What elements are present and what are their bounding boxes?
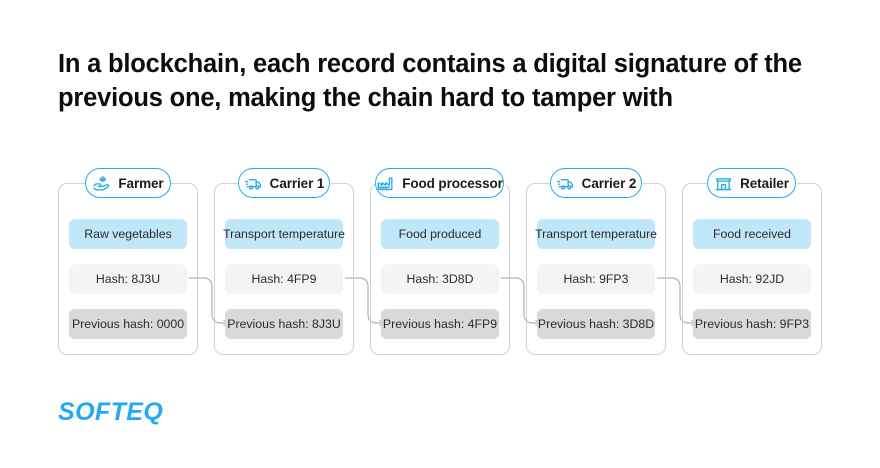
block-prev-hash-row: Previous hash: 8J3U	[225, 309, 343, 339]
delivery-truck-icon	[556, 178, 573, 190]
node-title-farmer: Farmer	[118, 175, 164, 191]
page-title: In a blockchain, each record contains a …	[58, 50, 802, 112]
block-data-row: Food received	[693, 219, 811, 249]
block-hash-row: Hash: 9FP3	[537, 264, 655, 294]
delivery-truck-icon	[244, 178, 261, 190]
block-data-row: Raw vegetables	[69, 219, 187, 249]
node-title-carrier-2: Carrier 2	[581, 175, 637, 191]
logo-wordmark: SOFTEQ	[58, 398, 164, 426]
node-badge-retailer[interactable]: Retailer	[707, 168, 796, 198]
node-badge-carrier-2[interactable]: Carrier 2	[550, 168, 642, 198]
block-card-farmer[interactable]: Raw vegetables Hash: 8J3U Previous hash:…	[58, 183, 198, 355]
node-badge-carrier-1[interactable]: Carrier 1	[238, 168, 330, 198]
block-hash-row: Hash: 3D8D	[381, 264, 499, 294]
block-data-row: Food produced	[381, 219, 499, 249]
factory-icon	[377, 176, 393, 190]
block-hash-row: Hash: 4FP9	[225, 264, 343, 294]
node-title-carrier-1: Carrier 1	[269, 175, 325, 191]
block-prev-hash-row: Previous hash: 4FP9	[381, 309, 499, 339]
node-title-food-processor: Food processor	[402, 175, 503, 191]
hand-holding-sprout-icon	[93, 175, 110, 191]
block-prev-hash-row: Previous hash: 9FP3	[693, 309, 811, 339]
block-prev-hash-row: Previous hash: 3D8D	[537, 309, 655, 339]
node-badge-food-processor[interactable]: Food processor	[375, 168, 504, 198]
block-card-retailer[interactable]: Food received Hash: 92JD Previous hash: …	[682, 183, 822, 355]
block-prev-hash-row: Previous hash: 0000	[69, 309, 187, 339]
block-hash-row: Hash: 92JD	[693, 264, 811, 294]
block-data-row: Transport temperature	[535, 219, 657, 249]
storefront-icon	[715, 177, 732, 190]
softeq-logo: SOFTEQ	[58, 398, 163, 427]
node-title-retailer: Retailer	[740, 175, 789, 191]
block-card-carrier-1[interactable]: Transport temperature Hash: 4FP9 Previou…	[214, 183, 354, 355]
block-data-row: Transport temperature	[223, 219, 345, 249]
block-card-food-processor[interactable]: Food produced Hash: 3D8D Previous hash: …	[370, 183, 510, 355]
node-badge-farmer[interactable]: Farmer	[85, 168, 171, 198]
block-hash-row: Hash: 8J3U	[69, 264, 187, 294]
block-card-carrier-2[interactable]: Transport temperature Hash: 9FP3 Previou…	[526, 183, 666, 355]
